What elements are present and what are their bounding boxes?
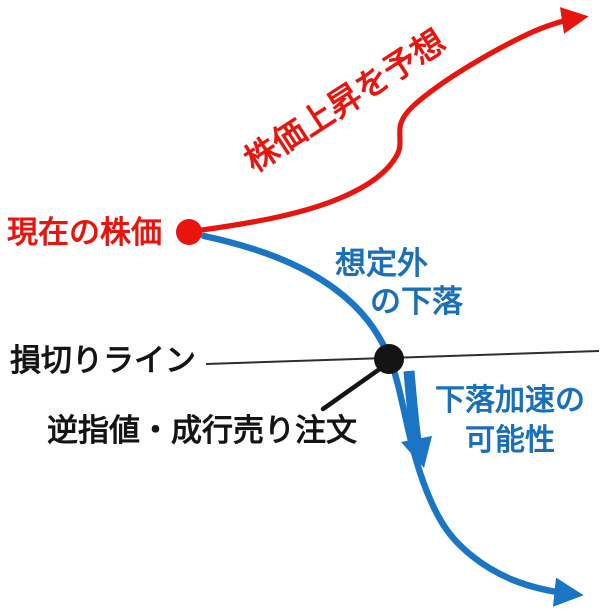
price-rise-curve — [199, 7, 589, 233]
current-price-label: 現在の株価 — [7, 215, 162, 250]
stop-order-pointer-line — [320, 363, 387, 412]
accel-drop-label: 下落加速の 可能性 — [424, 381, 596, 461]
down-accel-arrow-head-icon — [401, 436, 432, 468]
stop-order-label: 逆指値・成行売り注文 — [47, 413, 357, 448]
unexpected-drop-label-line1: 想定外 — [335, 246, 428, 281]
down-accel-arrow-shaft — [403, 370, 422, 442]
accel-drop-label-line1: 下落加速の — [435, 384, 585, 417]
price-drop-curve — [200, 232, 584, 607]
accel-drop-label-line2: 可能性 — [465, 423, 555, 457]
current-price-dot — [176, 219, 202, 245]
stop-loss-line-label: 損切りライン — [10, 343, 196, 378]
unexpected-drop-label-line2: の下落 — [370, 284, 463, 319]
